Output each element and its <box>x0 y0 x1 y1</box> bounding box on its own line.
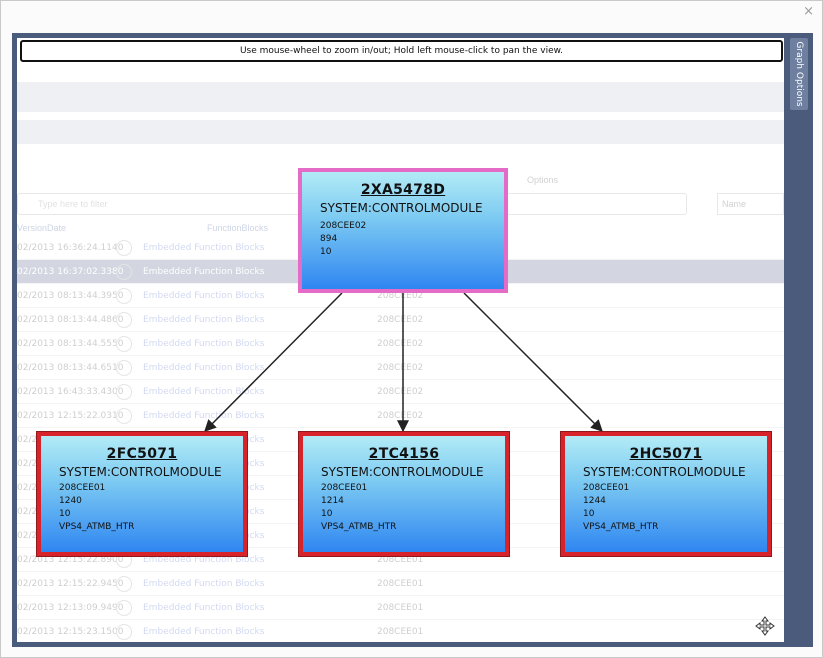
node-line: 1244 <box>583 496 606 506</box>
node-2XA5478D[interactable]: 2XA5478D SYSTEM:CONTROLMODULE 208CEE02 8… <box>298 168 508 293</box>
node-line: 10 <box>321 509 333 519</box>
node-type: SYSTEM:CONTROLMODULE <box>59 465 222 479</box>
node-id[interactable]: 2XA5478D <box>360 182 446 198</box>
graph-options-tab[interactable]: Graph Options <box>790 38 808 110</box>
node-line: 1240 <box>59 496 82 506</box>
graph-options-label: Graph Options <box>794 41 804 107</box>
graph-canvas[interactable]: Options Type here to filter Name Version… <box>17 38 784 642</box>
node-line: VPS4_ATMB_HTR <box>321 522 397 532</box>
node-2FC5071[interactable]: 2FC5071 SYSTEM:CONTROLMODULE 208CEE01 12… <box>36 431 248 557</box>
edge-2XA5478D-2HC5071 <box>463 292 603 432</box>
node-id[interactable]: 2HC5071 <box>629 446 703 462</box>
close-icon[interactable]: × <box>803 4 814 19</box>
node-line: VPS4_ATMB_HTR <box>59 522 135 532</box>
node-2HC5071[interactable]: 2HC5071 SYSTEM:CONTROLMODULE 208CEE01 12… <box>560 431 772 557</box>
node-id[interactable]: 2TC4156 <box>368 446 440 462</box>
move-cursor-icon <box>755 616 775 636</box>
node-line: 10 <box>583 509 595 519</box>
node-type: SYSTEM:CONTROLMODULE <box>320 201 483 215</box>
node-type: SYSTEM:CONTROLMODULE <box>321 465 484 479</box>
edge-2XA5478D-2FC5071 <box>204 292 343 432</box>
node-line: 208CEE01 <box>583 483 630 493</box>
node-line: 10 <box>59 509 71 519</box>
node-line: VPS4_ATMB_HTR <box>583 522 659 532</box>
node-type: SYSTEM:CONTROLMODULE <box>583 465 746 479</box>
graph-frame: Options Type here to filter Name Version… <box>12 33 813 647</box>
node-line: 894 <box>320 234 338 244</box>
node-line: 1214 <box>321 496 344 506</box>
node-line: 10 <box>320 247 332 257</box>
node-id[interactable]: 2FC5071 <box>106 446 178 462</box>
node-2TC4156[interactable]: 2TC4156 SYSTEM:CONTROLMODULE 208CEE01 12… <box>298 431 510 557</box>
node-line: 208CEE02 <box>320 221 367 231</box>
node-line: 208CEE01 <box>321 483 368 493</box>
node-line: 208CEE01 <box>59 483 106 493</box>
zoom-pan-hint: Use mouse-wheel to zoom in/out; Hold lef… <box>20 40 783 62</box>
graph-edges <box>204 292 603 433</box>
